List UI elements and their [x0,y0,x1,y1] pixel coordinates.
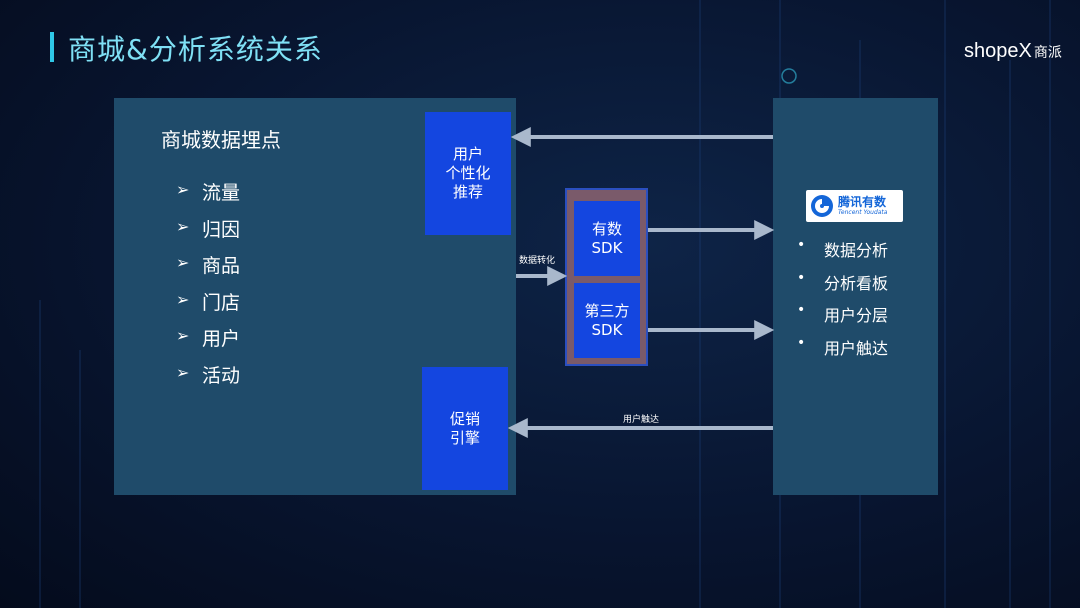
youshu-sdk-box: 有数 SDK [574,201,640,276]
list-item: ➢ 活动 [176,361,240,398]
list-item-label: 活动 [202,364,241,387]
promo-line: 引擎 [449,428,480,447]
list-item: • 分析看板 [797,270,888,303]
list-item-label: 归因 [202,218,241,241]
list-item: • 用户分层 [797,302,888,335]
chevron-right-icon: ➢ [176,326,190,345]
tencent-youdata-icon [811,195,833,217]
list-item: • 数据分析 [797,237,888,270]
list-item: ➢ 流量 [176,178,240,215]
youshu-sdk-line: SDK [591,238,623,257]
tencent-logo-en: Tencent Youdata [838,208,888,216]
tencent-youdata-logo: 腾讯有数 Tencent Youdata [806,190,903,222]
chevron-right-icon: ➢ [176,216,190,236]
list-item-label: 用户分层 [824,306,889,325]
logo-suffix: 商派 [1033,44,1062,60]
list-item-label: 数据分析 [824,241,889,260]
list-item-label: 用户 [202,328,241,350]
title-accent-bar [50,32,54,62]
list-item-label: 分析看板 [824,273,889,293]
list-item-label: 用户触达 [824,338,889,358]
recommend-line: 推荐 [452,183,483,201]
analysis-item-list: • 数据分析 • 分析看板 • 用户分层 • 用户触达 [797,237,888,367]
chevron-right-icon: ➢ [176,362,190,382]
mall-heading: 商城数据埋点 [161,128,281,152]
promo-line: 促销 [449,409,480,428]
analysis-system-box [773,98,938,495]
logo-brand: shopeX [964,40,1032,62]
chevron-right-icon: ➢ [176,180,190,199]
recommend-line: 用户 [452,145,483,163]
list-item-label: 商品 [202,255,241,277]
personalized-recommend-box: 用户 个性化 推荐 [425,112,511,235]
dot-icon: • [797,237,806,253]
tencent-logo-cn: 腾讯有数 [838,194,887,209]
dot-icon: • [797,269,806,286]
list-item: ➢ 用户 [176,324,240,361]
dot-icon: • [797,302,806,318]
list-item: ➢ 门店 [176,288,240,325]
third-party-sdk-box: 第三方 SDK [574,283,640,358]
chevron-right-icon: ➢ [176,289,190,309]
list-item-label: 流量 [202,182,241,204]
recommend-line: 个性化 [445,164,491,182]
promotion-engine-box: 促销 引擎 [422,367,508,490]
list-item: ➢ 商品 [176,251,240,288]
list-item-label: 门店 [202,291,241,314]
chevron-right-icon: ➢ [176,253,190,272]
user-reach-label: 用户触达 [623,415,660,425]
third-sdk-line: 第三方 [584,301,630,320]
page-title: 商城&分析系统关系 [68,33,323,66]
list-item: • 用户触达 [797,335,888,368]
youshu-sdk-line: 有数 [591,219,622,238]
dot-icon: • [797,334,806,351]
list-item: ➢ 归因 [176,215,240,252]
mall-item-list: ➢ 流量 ➢ 归因 ➢ 商品 ➢ 门店 ➢ 用户 ➢ 活动 [176,178,240,397]
data-convert-label: 数据转化 [519,256,556,266]
third-sdk-line: SDK [591,320,623,339]
